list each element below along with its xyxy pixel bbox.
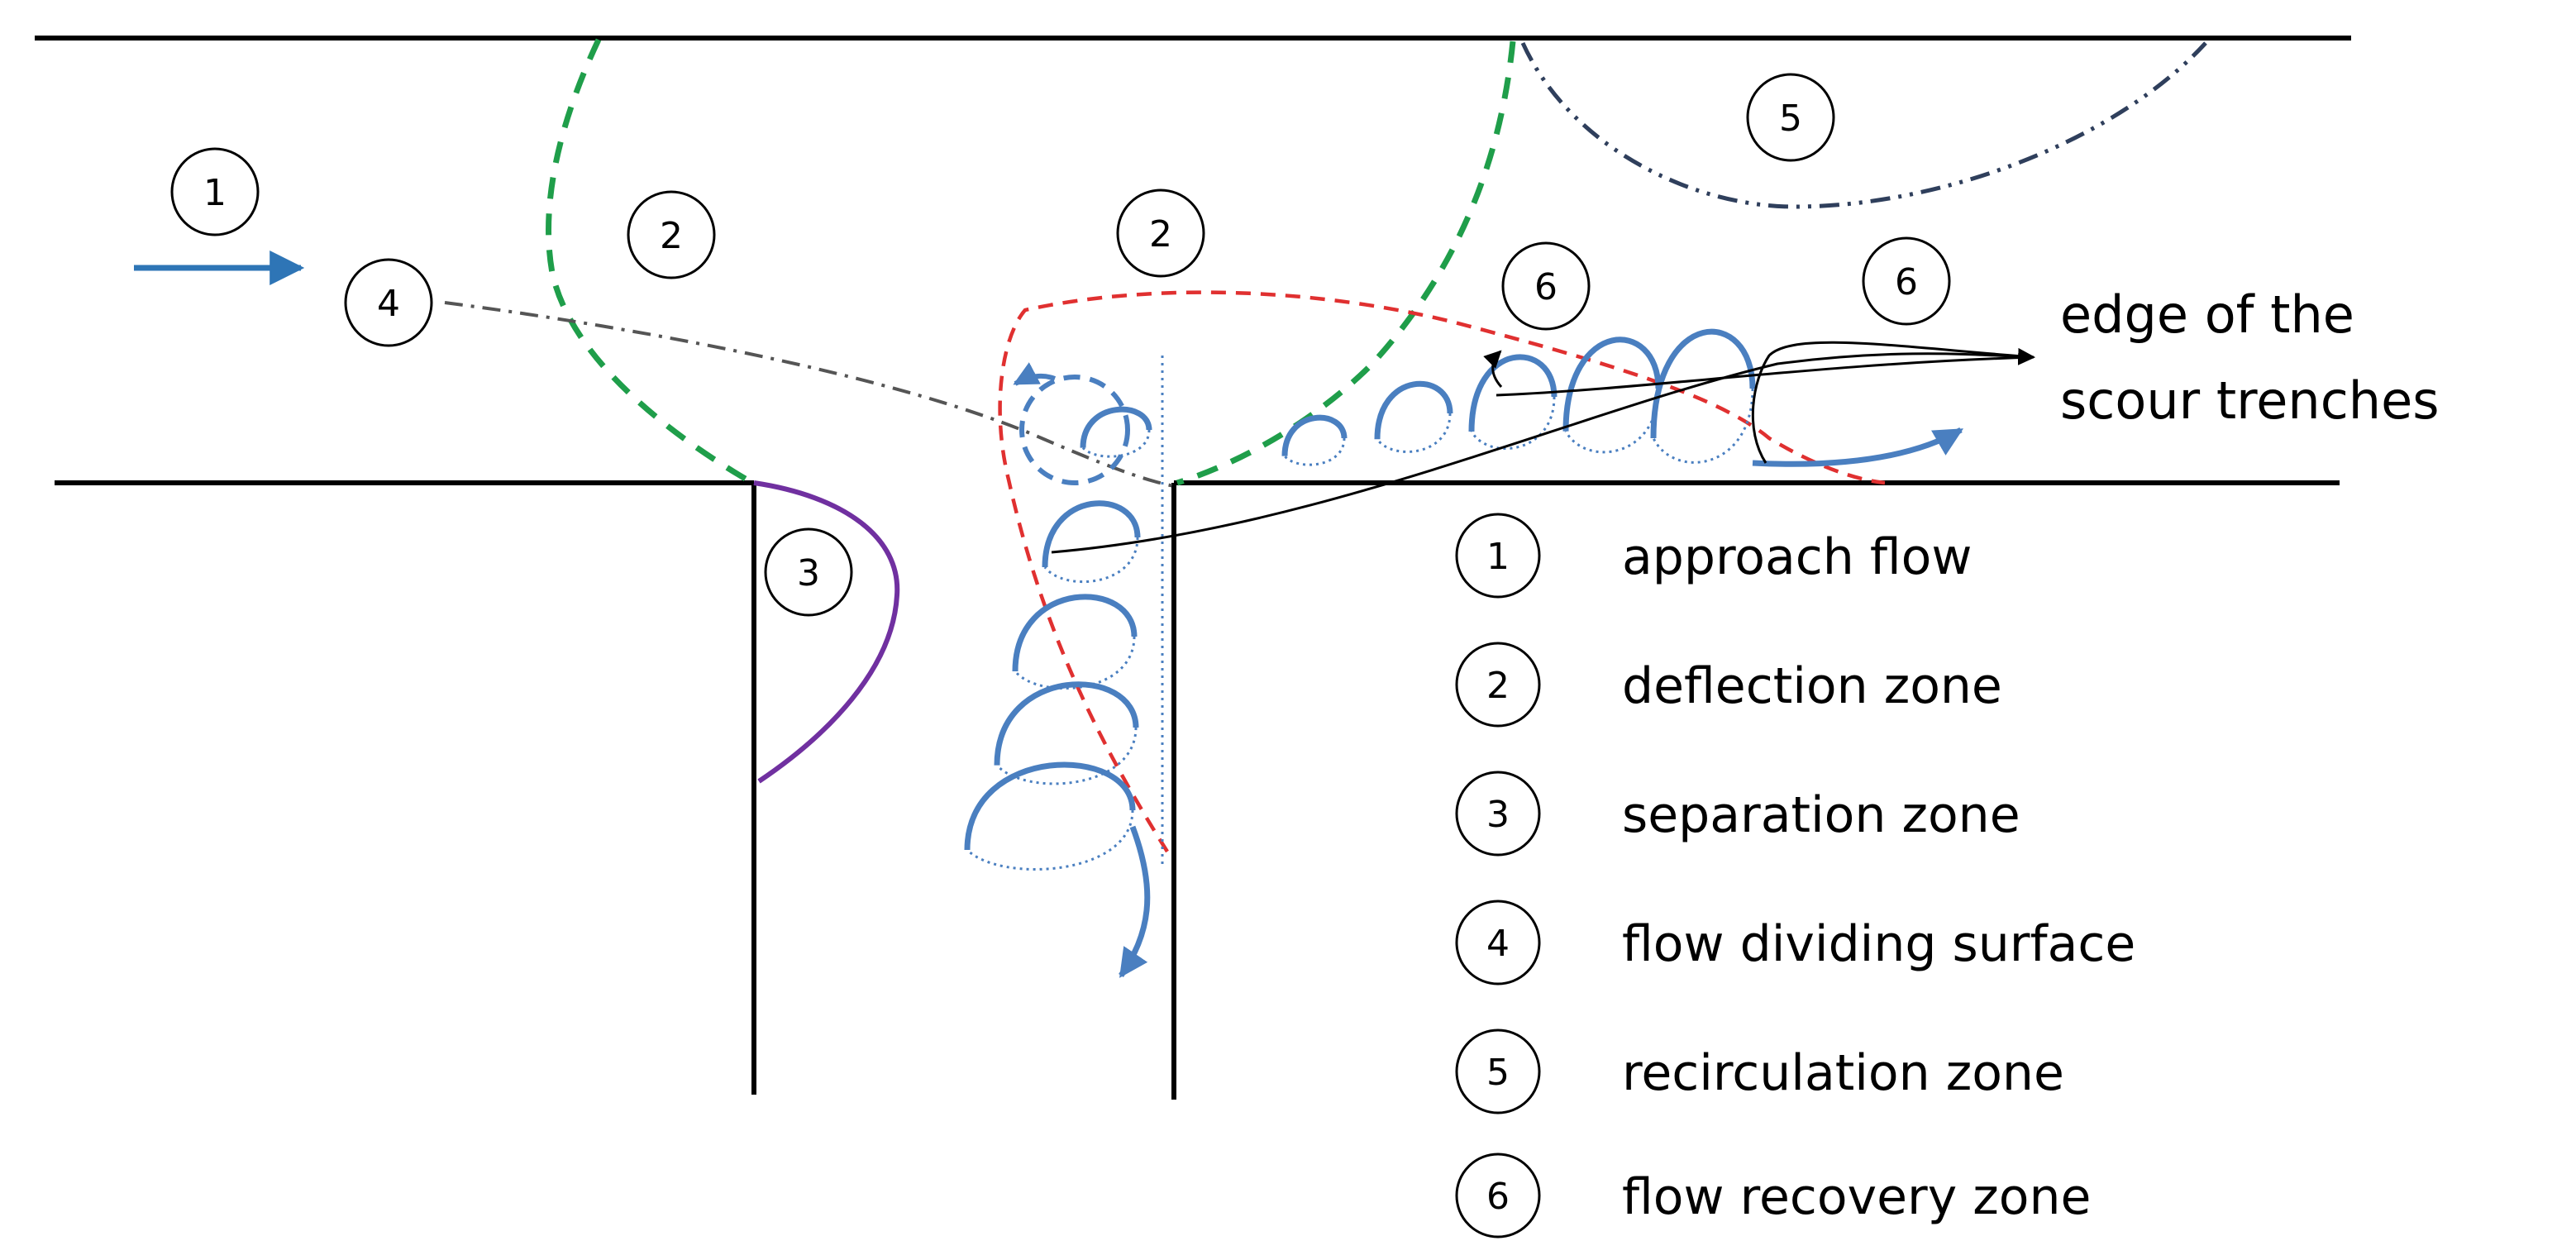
branch-vortex-5-back — [966, 809, 1134, 871]
branch-vortex-1-back — [1081, 429, 1151, 458]
legend-label: flow dividing surface — [1622, 915, 2135, 973]
branch-vortex-4-front — [994, 681, 1139, 766]
pointer-arrow-loop — [1751, 341, 2035, 464]
pointer-arrow-main — [1051, 347, 2036, 554]
main-vortex-3-front — [1468, 354, 1558, 432]
channel-walls — [35, 36, 2351, 1100]
deflection-boundary-junction — [1176, 41, 1516, 486]
junction-dashed-vortex — [1019, 375, 1130, 485]
recirculation-zone-boundary — [1520, 41, 2207, 209]
annotation-line-2: scour trenches — [2060, 370, 2440, 431]
marker-deflection-upstream-number: 2 — [660, 215, 683, 257]
main-vortex-1-front — [1281, 414, 1348, 456]
marker-flow-dividing-surface: 4 — [344, 258, 433, 347]
marker-approach-flow-number: 1 — [203, 172, 227, 214]
marker-flow-recovery-zone-b: 6 — [1862, 236, 1951, 326]
legend-item-flow-dividing-surface: 4 flow dividing surface — [1455, 900, 2135, 986]
legend-item-flow-recovery-zone: 6 flow recovery zone — [1455, 1153, 2091, 1239]
marker-recovery-a-number: 6 — [1534, 266, 1558, 308]
marker-deflection-junction-number: 2 — [1149, 213, 1172, 255]
annotation-line-1: edge of the — [2060, 284, 2354, 345]
marker-separation-number: 3 — [797, 552, 820, 594]
legend-label: deflection zone — [1622, 657, 2002, 715]
legend-label: flow recovery zone — [1622, 1168, 2091, 1226]
deflection-boundary-upstream — [546, 38, 754, 486]
legend-number: 2 — [1486, 665, 1510, 707]
marker-deflection-zone-junction: 2 — [1116, 189, 1205, 278]
scour-trench-pointer-arrows — [1051, 341, 2036, 554]
main-vortex-1-back — [1283, 437, 1346, 466]
marker-recovery-b-number: 6 — [1895, 261, 1918, 303]
legend: 1 approach flow 2 deflection zone 3 sepa… — [1455, 513, 2135, 1239]
legend-label: approach flow — [1622, 528, 1972, 586]
main-vortex-2-front — [1374, 380, 1453, 440]
scour-trench-edge — [998, 290, 1886, 853]
marker-approach-flow: 1 — [170, 147, 260, 236]
marker-recirculation-zone: 5 — [1746, 73, 1835, 162]
marker-flow-recovery-zone-a: 6 — [1501, 241, 1591, 331]
legend-number: 5 — [1486, 1052, 1510, 1094]
separation-zone-boundary — [753, 480, 900, 784]
pointer-arrow-upper — [1483, 350, 1503, 388]
vortex-group — [964, 328, 1964, 978]
legend-number: 3 — [1486, 794, 1510, 836]
junction-vortex-arrow — [1013, 362, 1057, 386]
flow-dividing-surface-line — [444, 301, 1175, 488]
main-vortex-4-front — [1562, 336, 1662, 432]
branch-outflow-arrow — [1119, 825, 1151, 978]
main-vortex-2-back — [1376, 413, 1452, 453]
main-vortex-5-back — [1652, 388, 1754, 464]
branch-vortex-5-front — [964, 761, 1136, 851]
legend-label: separation zone — [1622, 786, 2020, 844]
legend-number: 1 — [1486, 536, 1510, 578]
main-outflow-arrow — [1752, 427, 1964, 467]
marker-recirculation-number: 5 — [1779, 98, 1802, 140]
marker-dividing-number: 4 — [377, 283, 400, 325]
main-vortex-3-back — [1470, 396, 1556, 450]
marker-separation-zone: 3 — [764, 527, 853, 617]
legend-label: recirculation zone — [1622, 1044, 2064, 1102]
branch-vortex-3-back — [1014, 636, 1136, 690]
legend-number: 4 — [1486, 923, 1510, 965]
legend-item-separation-zone: 3 separation zone — [1455, 771, 2020, 857]
main-vortex-4-back — [1564, 388, 1660, 454]
branch-vortex-2-front — [1042, 500, 1141, 568]
marker-deflection-zone-upstream: 2 — [627, 190, 716, 279]
pointer-arrow-recovery — [1496, 356, 2035, 397]
branch-vortex-3-front — [1012, 594, 1138, 672]
main-vortex-5-front — [1650, 328, 1756, 439]
legend-item-deflection-zone: 2 deflection zone — [1455, 642, 2002, 728]
legend-number: 6 — [1486, 1176, 1510, 1218]
legend-item-recirculation-zone: 5 recirculation zone — [1455, 1029, 2064, 1114]
legend-item-approach-flow: 1 approach flow — [1455, 513, 1972, 599]
branch-vortex-1-front — [1080, 406, 1152, 448]
